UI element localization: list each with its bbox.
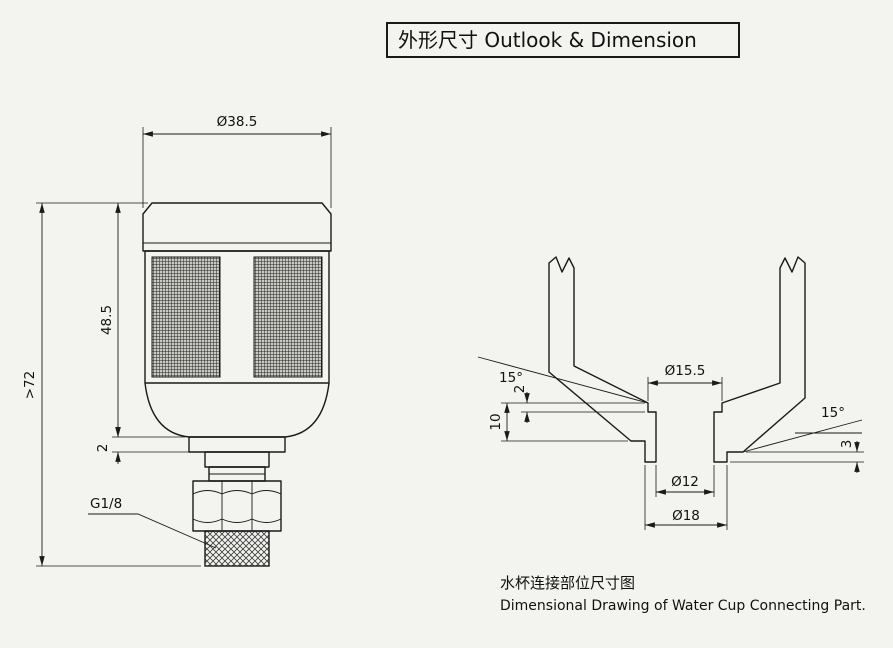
caption-block: 水杯连接部位尺寸图 Dimensional Drawing of Water C… <box>500 572 866 614</box>
hex-nut <box>192 480 282 532</box>
dim-boss-diameter-ext <box>644 465 728 530</box>
dim-right-angle-line <box>742 419 863 453</box>
dim-step-label: 2 <box>95 444 111 453</box>
dim-left-angle: 15° <box>477 356 649 404</box>
dim-right-angle: 15° <box>742 405 863 453</box>
thread-section <box>204 530 270 567</box>
flange-band <box>188 436 286 453</box>
thread-callout-label: G1/8 <box>90 496 122 512</box>
dim-boss-diameter: Ø18 <box>644 465 728 530</box>
dim-recess-depth-label: 2 <box>512 385 528 394</box>
dim-body-height-label: 48.5 <box>99 305 115 335</box>
dim-recess-depth: 2 <box>501 385 645 423</box>
dim-overall-label: >72 <box>22 371 38 400</box>
breather-outline-drawing: Ø38.5 48.5 2 >72 <box>22 114 332 567</box>
filter-mesh-right <box>253 256 323 378</box>
thread-callout: G1/8 <box>88 496 217 549</box>
neck-band <box>204 451 270 468</box>
hex-chamfer-arcs <box>192 490 282 523</box>
dim-right-angle-label: 15° <box>821 405 845 421</box>
title-box: 外形尺寸 Outlook & Dimension <box>386 22 740 58</box>
dim-boss-height-label: 10 <box>488 413 504 430</box>
dim-recess-diameter: Ø15.5 <box>647 363 723 401</box>
caption-zh: 水杯连接部位尺寸图 <box>500 574 636 592</box>
dim-left-angle-line <box>477 356 649 404</box>
hex-facet-lines <box>221 481 253 531</box>
dim-body-height: 48.5 <box>36 202 185 438</box>
dim-wall-thickness-ext <box>730 451 864 463</box>
dim-recess-diameter-label: Ø15.5 <box>665 363 706 379</box>
dim-boss-diameter-label: Ø18 <box>672 508 700 524</box>
page-title: 外形尺寸 Outlook & Dimension <box>398 28 697 52</box>
dim-top-diameter: Ø38.5 <box>142 114 332 208</box>
dim-wall-thickness: 3 <box>730 440 864 473</box>
cap-outline <box>142 202 332 252</box>
dim-left-angle-label: 15° <box>499 370 523 386</box>
dim-recess-depth-ext <box>501 402 645 413</box>
dim-boss-height: 10 <box>488 403 628 442</box>
dim-top-diameter-label: Ø38.5 <box>217 114 258 130</box>
thread-callout-leader <box>88 513 217 549</box>
dim-step-height: 2 <box>95 425 201 464</box>
dim-wall-thickness-label: 3 <box>839 440 855 449</box>
cup-connection-drawing: Ø15.5 2 10 15° <box>477 256 864 530</box>
dim-overall-height: >72 <box>22 203 201 567</box>
caption-en: Dimensional Drawing of Water Cup Connect… <box>500 598 866 614</box>
bowl-outline <box>144 382 330 438</box>
cup-left-section <box>548 256 657 463</box>
dim-top-diameter-ext <box>142 127 332 208</box>
cup-right-section <box>713 256 806 463</box>
dim-body-height-ext <box>36 202 185 438</box>
dim-hole-diameter: Ø12 <box>655 465 715 497</box>
filter-mesh-left <box>151 256 221 378</box>
dim-recess-diameter-ext <box>647 377 723 401</box>
dim-hole-diameter-label: Ø12 <box>671 474 699 490</box>
